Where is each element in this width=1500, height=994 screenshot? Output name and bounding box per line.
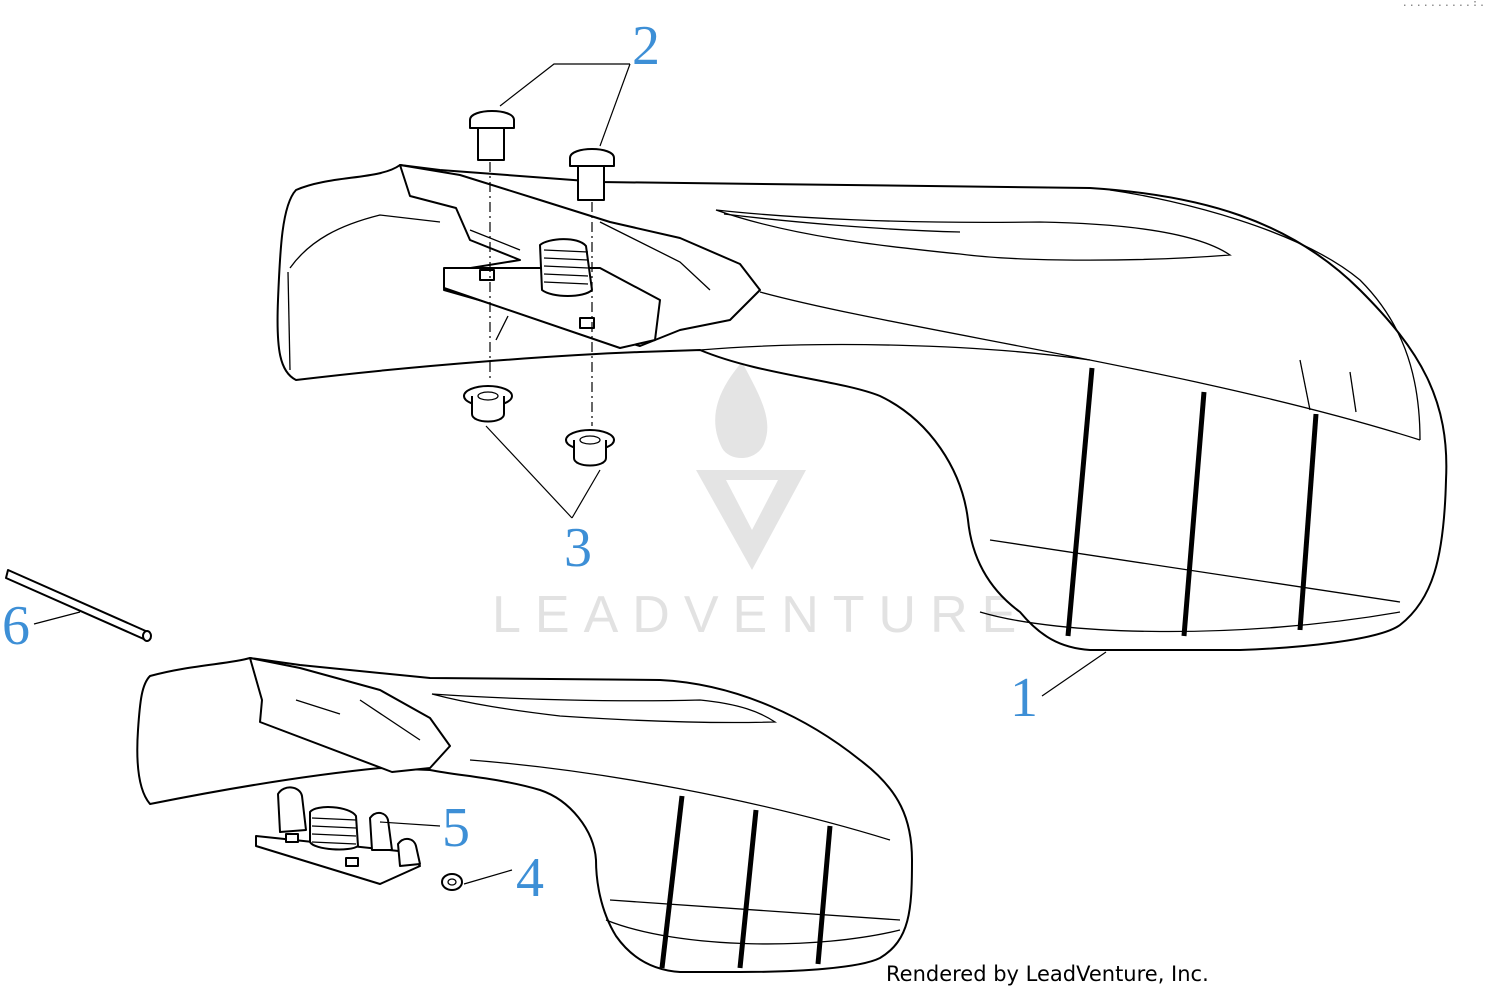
lower-shell (136, 657, 913, 973)
watermark-logo (696, 362, 806, 570)
callout-4[interactable]: 4 (516, 847, 544, 909)
part-2-carriage-bolts (469, 110, 615, 201)
callout-5[interactable]: 5 (442, 797, 470, 859)
part-6-pin (5, 569, 152, 642)
callout-1[interactable]: 1 (1010, 667, 1038, 729)
leader-5 (379, 821, 441, 827)
callout-3[interactable]: 3 (564, 517, 592, 579)
corner-marks: ..........:. (1401, 0, 1486, 9)
callout-6[interactable]: 6 (2, 595, 30, 657)
part-5-latch-plate (255, 786, 421, 885)
leader-2a (499, 63, 630, 107)
part-4-nut (441, 873, 463, 891)
leader-3b (571, 469, 601, 519)
leader-4 (463, 869, 513, 885)
leader-2b (599, 63, 631, 147)
part-1-upper-shell (276, 164, 1448, 651)
render-credit: Rendered by LeadVenture, Inc. (886, 962, 1209, 986)
watermark-text: LEADVENTURE (492, 586, 1030, 644)
leader-3a (485, 425, 573, 519)
leader-6 (33, 611, 81, 625)
leader-1 (1041, 651, 1107, 697)
part-3-flange-nuts (463, 385, 615, 467)
callout-2[interactable]: 2 (632, 15, 660, 77)
